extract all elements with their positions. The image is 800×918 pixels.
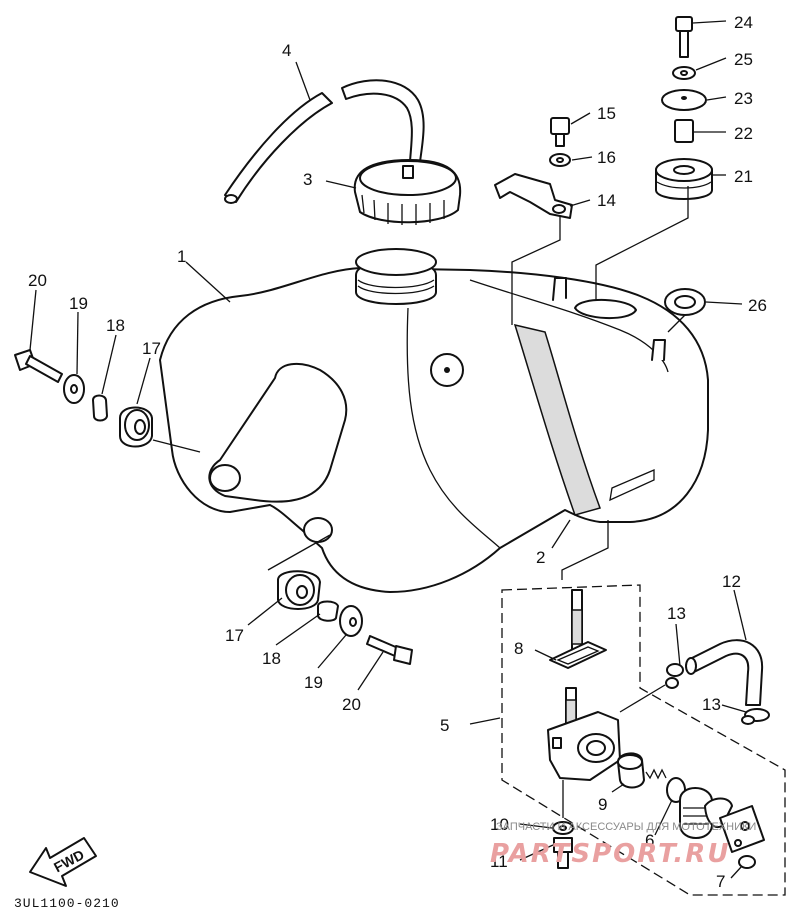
- callout-19-left: 19: [69, 294, 88, 313]
- callout-20-lower: 20: [342, 695, 361, 714]
- diagram-code: 3UL1100-0210: [14, 896, 120, 911]
- fuel-cock-assembly-box: [501, 584, 786, 896]
- bolt-20-lower: [366, 635, 413, 665]
- callout-23: 23: [734, 89, 753, 108]
- callout-18-lower: 18: [262, 649, 281, 668]
- collar-22: [674, 119, 694, 143]
- callout-18-left: 18: [106, 316, 125, 335]
- screw-7: [738, 855, 756, 869]
- callout-14: 14: [597, 191, 616, 210]
- watermark-logo: PARTSPORT.RU: [490, 839, 730, 869]
- callout-6: 6: [645, 831, 654, 850]
- callout-17-lower: 17: [225, 626, 244, 645]
- damper-21: [655, 158, 713, 200]
- callout-4: 4: [282, 41, 291, 60]
- callout-9: 9: [598, 795, 607, 814]
- callout-15: 15: [597, 104, 616, 123]
- callout-16: 16: [597, 148, 616, 167]
- callout-21: 21: [734, 167, 753, 186]
- callout-10: 10: [490, 815, 509, 834]
- damper-17-left: [119, 406, 153, 448]
- callout-12: 12: [722, 572, 741, 591]
- callout-11: 11: [490, 852, 508, 871]
- forward-direction-arrow: FWD: [29, 837, 97, 887]
- bolt-15: [550, 117, 570, 147]
- fuel-hose-12: [685, 639, 764, 706]
- tank-damper-strip: [513, 323, 655, 516]
- screw-11: [553, 837, 573, 869]
- callout-17-left: 17: [142, 339, 161, 358]
- bolt-20-left: [14, 349, 63, 383]
- watermark-text: ЗАПЧАСТИ И АКСЕССУАРЫ ДЛЯ МОТОТЕХНИКИ: [496, 821, 756, 833]
- callout-22: 22: [734, 124, 753, 143]
- washer-19-lower: [339, 605, 363, 637]
- washer-16: [549, 153, 571, 167]
- hose-clip-13-upper: [665, 663, 684, 689]
- callout-numbers: 24 25 23 22 21 26 4 3 1 15 16 14 20 19 1…: [28, 13, 767, 891]
- callout-20-left: 20: [28, 271, 47, 290]
- callout-19-lower: 19: [304, 673, 323, 692]
- callout-24: 24: [734, 13, 753, 32]
- callout-7: 7: [716, 872, 725, 891]
- washer-19-left: [63, 374, 85, 404]
- callout-3: 3: [303, 170, 312, 189]
- damper-17-lower: [277, 570, 321, 610]
- washer-10: [552, 821, 574, 835]
- collar-plate-23: [661, 89, 707, 111]
- cover-plate: [719, 805, 765, 853]
- callout-1: 1: [177, 247, 186, 266]
- collar-18-left: [92, 394, 108, 422]
- callout-2: 2: [536, 548, 545, 567]
- grommet-26: [664, 288, 706, 316]
- collar-18-lower: [317, 600, 339, 622]
- callout-25: 25: [734, 50, 753, 69]
- callout-13-upper: 13: [667, 604, 686, 623]
- bolt-24: [675, 16, 693, 58]
- callout-26: 26: [748, 296, 767, 315]
- callout-13-lower: 13: [702, 695, 721, 714]
- fuel-cap: [353, 159, 462, 225]
- leader-lines: [29, 20, 747, 879]
- callout-5: 5: [440, 716, 449, 735]
- spring: [645, 768, 667, 780]
- tank-bracket: [494, 173, 573, 219]
- washer-25: [672, 66, 696, 80]
- fuel-cock: [547, 589, 621, 781]
- hose-clip-13-lower: [741, 708, 770, 725]
- lever-knob-9: [617, 752, 645, 789]
- fuel-tank: [159, 248, 709, 593]
- callout-8: 8: [514, 639, 523, 658]
- lever-assembly: [679, 787, 733, 839]
